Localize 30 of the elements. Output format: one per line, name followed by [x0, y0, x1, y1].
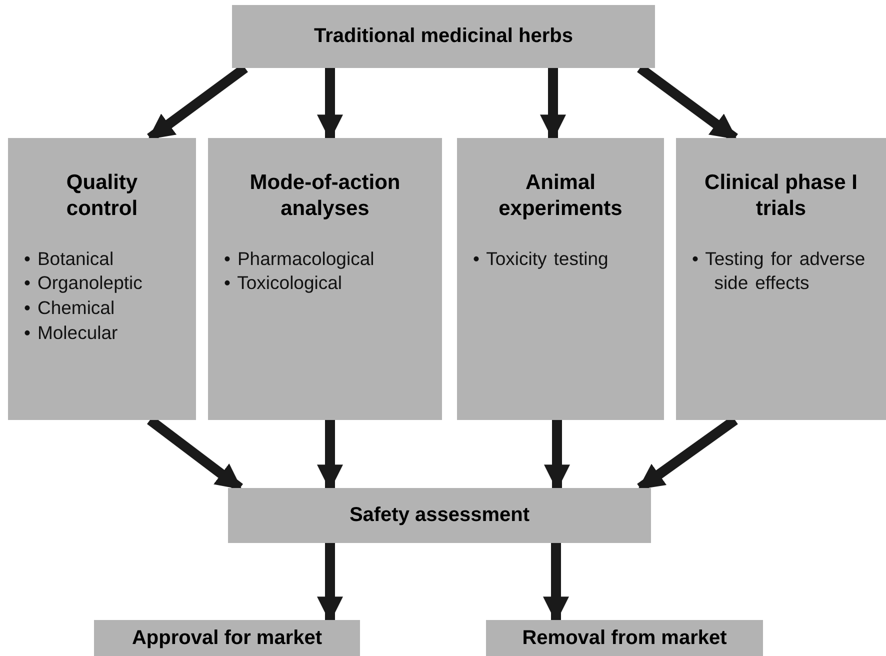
bullet-item: • Pharmacological [224, 248, 374, 268]
box-heading: Safety assessment [349, 503, 530, 528]
box-heading: Animal experiments [498, 170, 624, 222]
box-heading: Traditional medicinal herbs [314, 24, 573, 49]
bullet-item: • Toxicological [224, 272, 342, 294]
arrow [317, 543, 343, 623]
box-heading: Removal from market [522, 626, 727, 650]
box-heading: Mode-of-action analyses [248, 170, 402, 222]
arrow [544, 420, 570, 491]
process-box [486, 620, 763, 656]
stage-box [676, 138, 886, 420]
process-box [94, 620, 360, 656]
bullet-item: • Testing for adverse side effects [692, 248, 866, 294]
stage-box [208, 138, 442, 420]
arrow [543, 543, 569, 623]
bullet-item: • Organoleptic [24, 272, 142, 294]
arrow [317, 68, 343, 141]
bullet-item: • Chemical [24, 297, 115, 318]
bullet-item: • Botanical [24, 248, 114, 268]
box-heading: Clinical phase I trials [704, 170, 858, 222]
stage-box [457, 138, 664, 420]
bullet-item: • Molecular [24, 322, 118, 344]
box-heading: Quality control [65, 170, 139, 222]
process-box [228, 488, 651, 543]
box-heading: Approval for market [132, 626, 322, 650]
arrow [317, 420, 343, 491]
stage-box [8, 138, 196, 420]
process-box [232, 5, 655, 68]
bullet-item: • Toxicity testing [473, 248, 608, 268]
arrow [540, 68, 566, 141]
